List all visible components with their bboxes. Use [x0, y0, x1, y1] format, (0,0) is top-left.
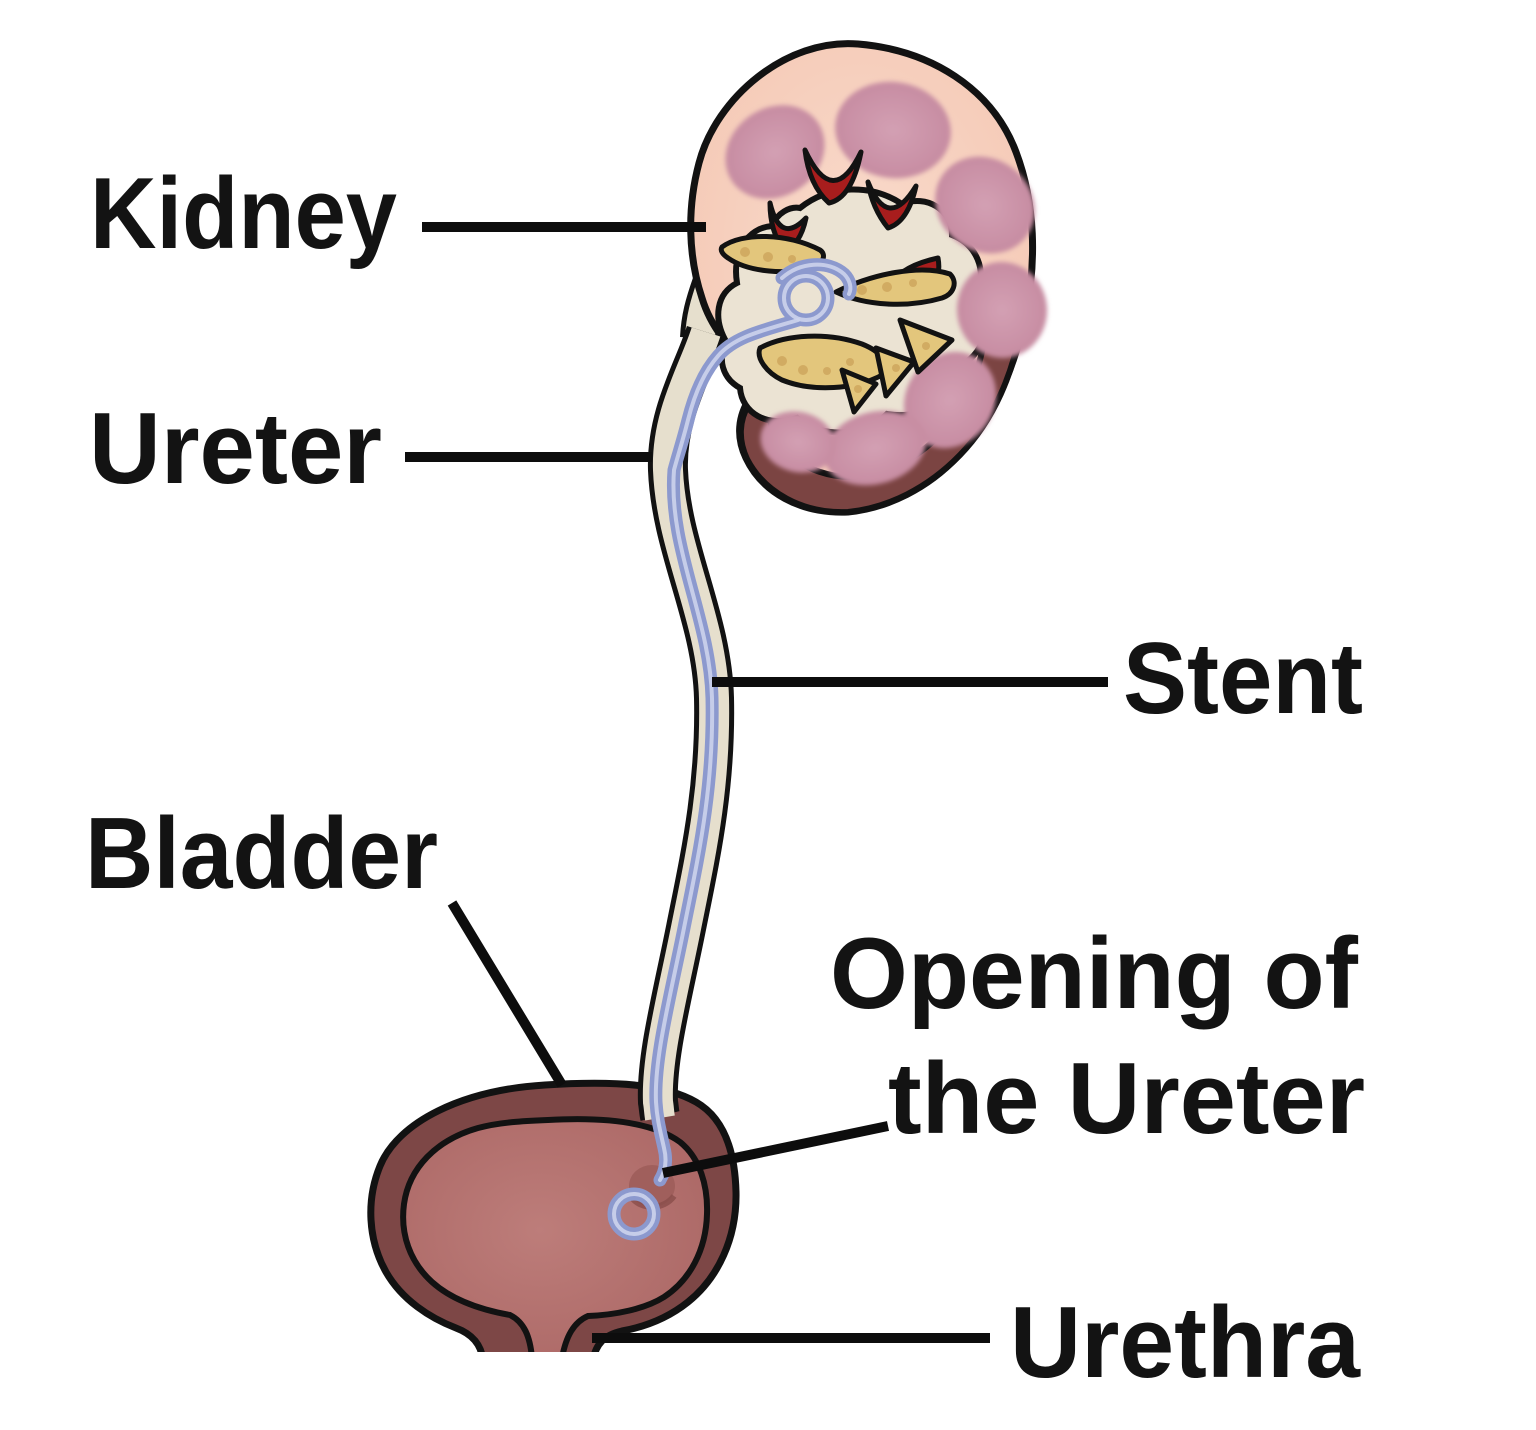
label-stent: Stent — [1123, 623, 1363, 735]
label-kidney: Kidney — [90, 158, 397, 270]
leader-opening — [661, 1121, 890, 1178]
fat-speckles — [740, 247, 930, 393]
label-opening-line1: Opening of — [830, 918, 1358, 1030]
label-bladder: Bladder — [85, 798, 438, 910]
labels: Kidney Ureter Stent Bladder Opening of t… — [85, 158, 1365, 1399]
leader-lines — [405, 222, 1108, 1343]
label-ureter: Ureter — [89, 393, 382, 505]
bottom-crop-mask — [0, 1352, 1536, 1430]
label-opening-line2: the Ureter — [888, 1043, 1365, 1155]
label-urethra: Urethra — [1010, 1287, 1361, 1399]
stent-tube — [607, 258, 857, 1241]
kidney-pyramids — [725, 81, 1048, 486]
leader-bladder — [447, 900, 567, 1088]
kidney-illustration — [687, 40, 1048, 516]
bladder-illustration — [367, 1079, 740, 1372]
